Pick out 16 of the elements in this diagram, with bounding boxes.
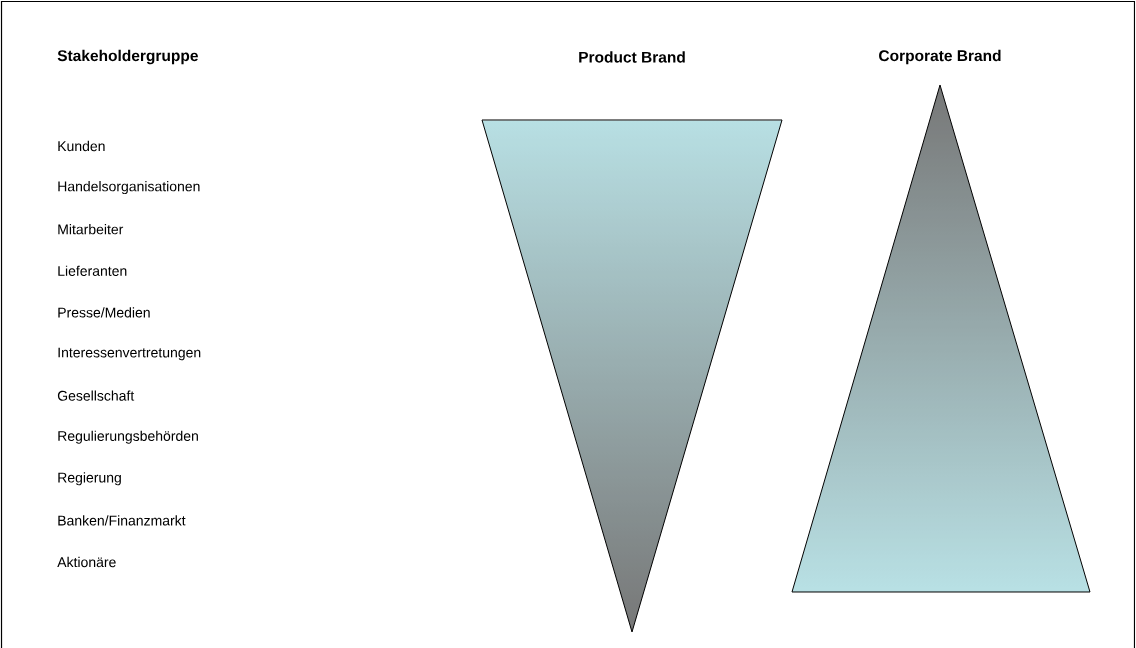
list-item: Aktionäre [57,556,116,568]
list-item: Interessenvertretungen [58,347,201,361]
node-label: Product Brand [579,51,685,63]
node-label: Corporate Brand [879,49,1001,65]
list-item: Regulierungsbehörden [58,430,198,444]
list-item: Banken/Finanzmarkt [58,515,186,526]
triangle: Corporate Brand [791,49,1091,593]
list-item: Regierung [58,472,121,486]
triangle: Product Brand [481,51,783,633]
list-item: Presse/Medien [58,307,150,318]
column-heading: Stakeholdergruppe [57,49,198,65]
list-item: Gesellschaft [57,390,135,401]
list-item: Mitarbeiter [58,224,124,235]
list-item: Kunden [58,140,105,152]
list-item: Lieferanten [58,265,127,276]
list-item: Handelsorganisationen [58,181,200,195]
